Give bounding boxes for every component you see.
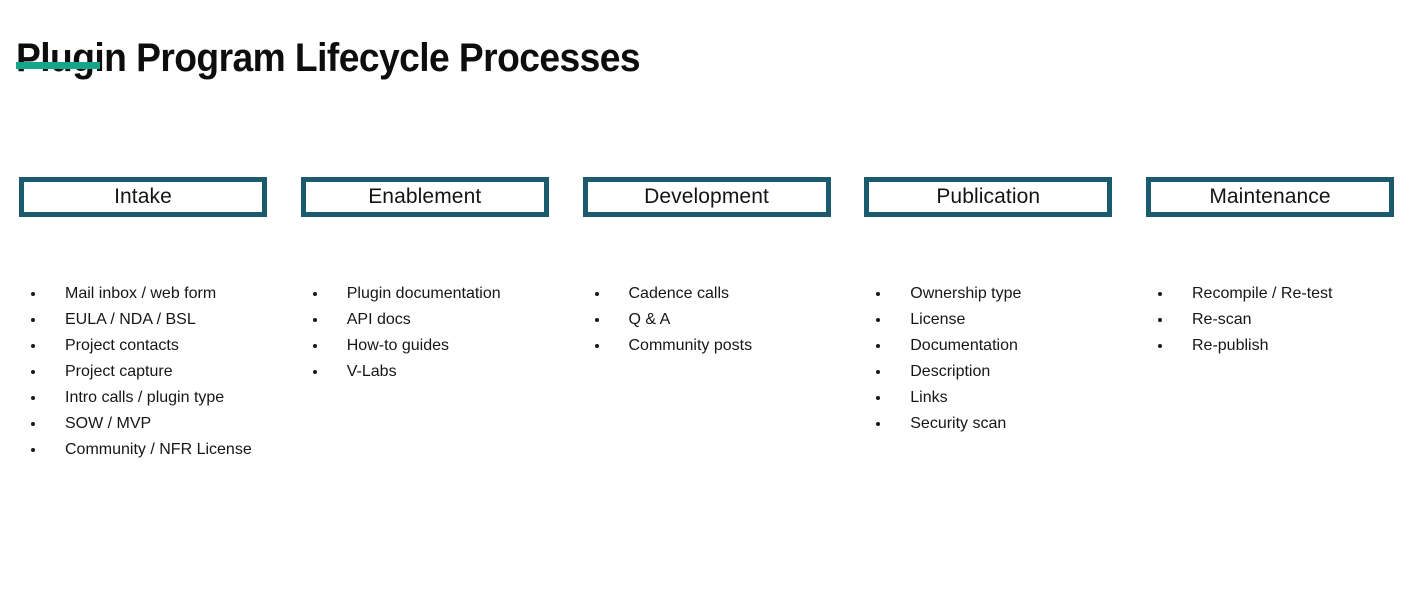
list-item: Description [864,359,1134,385]
list-item-label: Security scan [910,415,1007,432]
list-item-label: Cadence calls [628,285,730,302]
bullet-icon [876,370,881,374]
stage-header-publication[interactable]: Publication [864,177,1113,217]
bullet-icon [31,292,35,296]
list-item: Links [864,385,1134,411]
list-item: Community posts [583,333,853,359]
bullet-icon [31,396,35,400]
stage-header-label: Publication [936,185,1041,208]
bullet-icon [31,370,35,374]
stage-header-label: Enablement [368,185,482,208]
list-item: Security scan [864,411,1134,437]
bullet-icon [31,448,35,452]
bullet-icon [312,344,317,348]
list-item-label: Project contacts [65,337,179,354]
list-item: Re-scan [1146,307,1416,333]
list-item-label: SOW / MVP [65,415,152,432]
list-item: Cadence calls [583,281,853,307]
bullet-icon [594,292,599,296]
bullet-icon [876,318,881,322]
list-item: API docs [301,307,571,333]
list-item-label: Q & A [628,311,671,328]
list-item: Q & A [583,307,853,333]
stage-header-development[interactable]: Development [582,177,831,217]
list-item: SOW / MVP [19,411,289,437]
bullet-icon [1158,344,1162,348]
bullet-icon [876,344,881,348]
list-item-label: License [910,311,966,328]
bullet-icon [312,292,317,296]
list-item-label: Intro calls / plugin type [65,389,225,406]
bullet-icon [312,370,317,374]
list-item: Re-publish [1146,333,1416,359]
bullet-icon [31,344,35,348]
list-item-label: EULA / NDA / BSL [65,311,196,328]
bullet-icon [1158,318,1162,322]
list-item-label: V-Labs [346,363,397,380]
stage-header-label: Development [644,185,769,208]
list-item: Community / NFR License [19,437,289,463]
bullet-icon [876,422,881,426]
bullet-icon [1158,292,1162,296]
bullet-icon [31,318,35,322]
list-item-label: API docs [346,311,411,328]
bullet-icon [594,318,599,322]
bullet-icon [312,318,317,322]
bullet-icon [31,422,35,426]
list-item: How-to guides [301,333,571,359]
list-item-label: Project capture [65,363,173,380]
title-accent-bar [16,62,100,69]
bullet-icon [876,292,881,296]
stage-header-intake[interactable]: Intake [19,177,267,217]
list-item-label: Mail inbox / web form [65,285,217,302]
list-item-label: Documentation [910,337,1018,354]
list-item: Documentation [864,333,1134,359]
list-item-label: Links [910,389,948,406]
list-item-label: Plugin documentation [346,285,501,302]
stage-header-maintenance[interactable]: Maintenance [1146,177,1394,217]
list-item: License [864,307,1134,333]
list-item: Project capture [19,359,289,385]
stage-item-list-development: Cadence calls Q & A Community posts [583,281,853,359]
list-item: V-Labs [301,359,571,385]
list-item: Ownership type [864,281,1134,307]
list-item-label: Community posts [628,337,753,354]
list-item-label: How-to guides [346,337,450,354]
list-item-label: Recompile / Re-test [1192,285,1333,302]
list-item-label: Ownership type [910,285,1022,302]
stage-header-enablement[interactable]: Enablement [300,177,549,217]
list-item: Intro calls / plugin type [19,385,289,411]
list-item: Project contacts [19,333,289,359]
page-title: Plugin Program Lifecycle Processes [16,35,641,80]
list-item-label: Description [910,363,991,380]
stage-header-label: Intake [114,185,172,208]
list-item: EULA / NDA / BSL [19,307,289,333]
list-item: Recompile / Re-test [1146,281,1416,307]
bullet-icon [876,396,881,400]
list-item-label: Re-publish [1192,337,1269,354]
list-item: Plugin documentation [301,281,571,307]
list-item: Mail inbox / web form [19,281,289,307]
list-item-label: Re-scan [1192,311,1252,328]
list-item-label: Community / NFR License [65,441,252,458]
stage-header-label: Maintenance [1209,185,1331,208]
bullet-icon [594,344,599,348]
